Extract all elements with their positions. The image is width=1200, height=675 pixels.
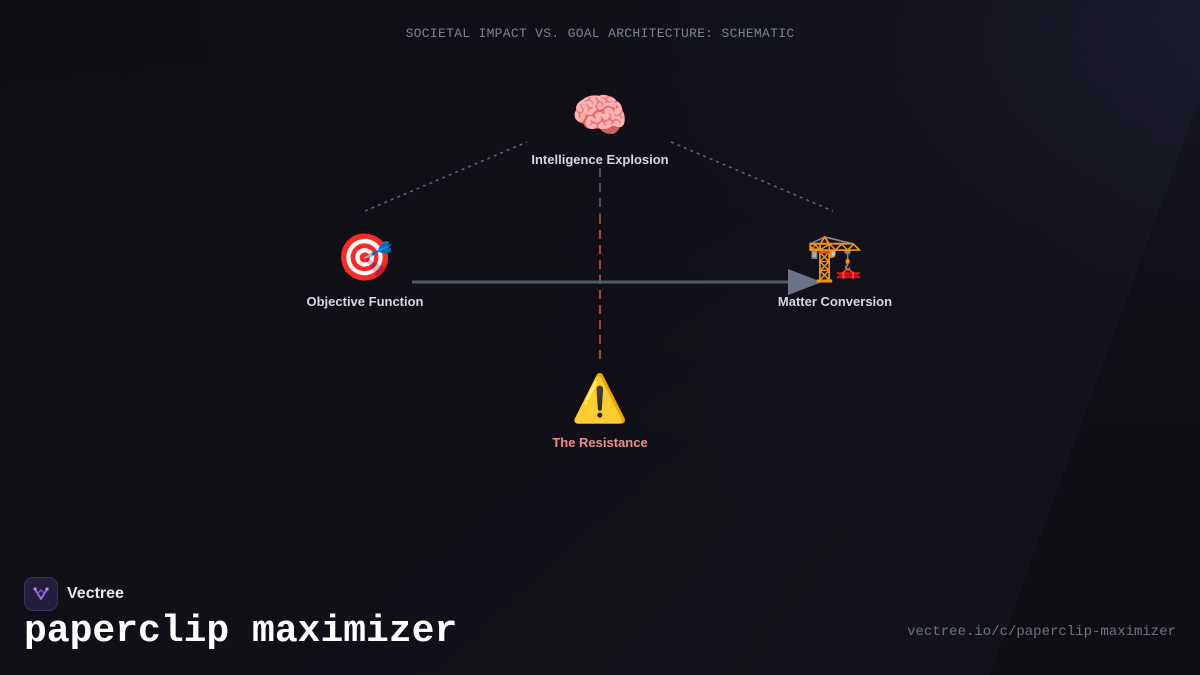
brand[interactable]: Vectree bbox=[24, 577, 124, 611]
edge-arrowhead bbox=[788, 269, 822, 295]
target-icon: 🎯 bbox=[336, 230, 394, 284]
vectree-logo-icon bbox=[24, 577, 58, 611]
page-title: paperclip maximizer bbox=[24, 610, 458, 653]
node-label: Matter Conversion bbox=[777, 294, 893, 309]
node-matter-conversion[interactable]: 🏗️ Matter Conversion bbox=[735, 230, 935, 309]
warning-icon: ⚠️ bbox=[571, 371, 629, 425]
node-intelligence-explosion[interactable]: 🧠 Intelligence Explosion bbox=[500, 88, 700, 167]
page-url[interactable]: vectree.io/c/paperclip-maximizer bbox=[907, 624, 1176, 640]
brand-name: Vectree bbox=[67, 585, 124, 602]
brain-icon: 🧠 bbox=[571, 88, 629, 142]
construction-crane-icon: 🏗️ bbox=[806, 230, 864, 284]
node-label: The Resistance bbox=[552, 435, 648, 450]
node-label: Objective Function bbox=[306, 294, 424, 309]
node-the-resistance[interactable]: ⚠️ The Resistance bbox=[500, 371, 700, 450]
edge-objective-to-intelligence bbox=[364, 141, 528, 212]
edge-intelligence-to-matter bbox=[670, 141, 834, 212]
diagram-title: SOCIETAL IMPACT VS. GOAL ARCHITECTURE: S… bbox=[405, 26, 795, 41]
node-label: Intelligence Explosion bbox=[531, 152, 669, 167]
node-objective-function[interactable]: 🎯 Objective Function bbox=[265, 230, 465, 309]
